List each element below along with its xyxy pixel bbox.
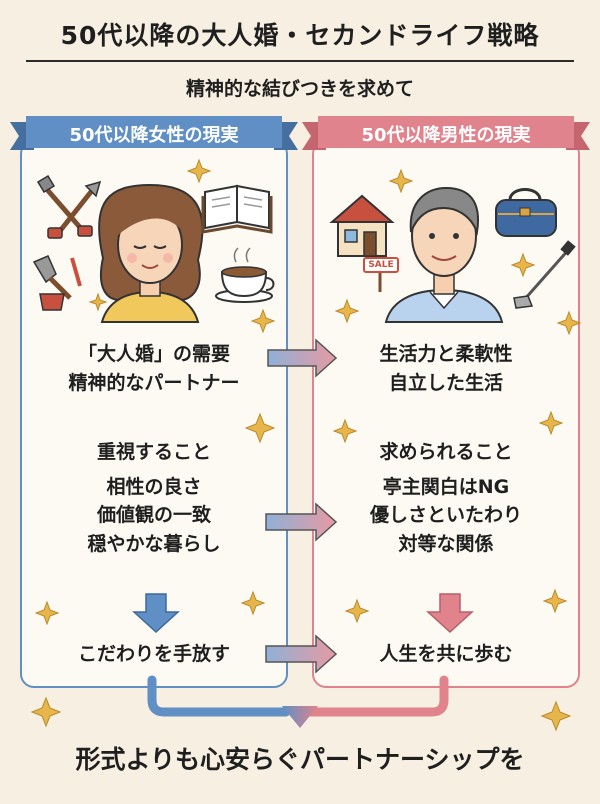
garden-tools-icon bbox=[36, 174, 102, 239]
man-illustration bbox=[384, 186, 504, 323]
sparkle-icon bbox=[250, 308, 276, 334]
men-conclusion: 人生を共に歩む bbox=[379, 643, 513, 665]
men-value-item: 亭主関白はNG bbox=[382, 475, 510, 498]
house-icon bbox=[329, 194, 399, 292]
men-value-item: 対等な関係 bbox=[398, 532, 494, 555]
page-subtitle: 精神的な結びつきを求めて bbox=[185, 78, 414, 100]
travel-bag-icon bbox=[495, 188, 557, 237]
open-book-icon bbox=[201, 184, 273, 234]
sparkle-icon bbox=[556, 310, 582, 336]
sparkle-icon bbox=[240, 590, 266, 616]
women-values-heading: 重視すること bbox=[96, 441, 211, 463]
sparkle-icon bbox=[538, 410, 564, 436]
men-values-heading: 求められること bbox=[379, 441, 513, 463]
women-need-item: 精神的なパートナー bbox=[68, 371, 240, 394]
women-value-item: 価値観の一致 bbox=[96, 504, 211, 526]
title-divider bbox=[26, 60, 574, 62]
merge-connector bbox=[147, 675, 449, 728]
page-title: 50代以降の大人婚・セカンドライフ戦略 bbox=[60, 21, 540, 50]
sale-sign-text: SALE bbox=[368, 260, 394, 270]
women-values: 重視すること 相性の良さ 価値観の一致 穏やかな暮らし bbox=[20, 438, 288, 558]
women-value-item: 相性の良さ bbox=[106, 475, 202, 498]
men-header: 50代以降男性の現実 bbox=[361, 125, 531, 146]
sparkle-icon bbox=[388, 168, 414, 194]
men-need-item: 自立した生活 bbox=[388, 371, 503, 394]
women-ribbon: 50代以降女性の現実 bbox=[10, 114, 298, 154]
arrow-down-icon bbox=[426, 593, 474, 634]
bottom-message: 形式よりも心安らぐパートナーシップを bbox=[75, 745, 525, 774]
women-needs: 「大人婚」の需要 精神的なパートナー bbox=[20, 340, 288, 397]
sparkle-icon bbox=[344, 598, 370, 624]
arrow-right-icon bbox=[265, 634, 338, 674]
golf-club-icon bbox=[513, 240, 576, 309]
sparkle-icon bbox=[88, 292, 108, 312]
women-need-item: 「大人婚」の需要 bbox=[77, 343, 230, 365]
sparkle-icon bbox=[334, 298, 360, 324]
women-header: 50代以降女性の現実 bbox=[69, 125, 239, 146]
trowel-icon bbox=[32, 255, 82, 311]
sparkle-icon bbox=[186, 158, 212, 184]
women-conclusion: こだわりを手放す bbox=[77, 643, 230, 665]
sparkle-icon bbox=[30, 696, 62, 728]
arrow-right-icon bbox=[265, 502, 338, 542]
sparkle-icon bbox=[34, 600, 60, 626]
arrow-down-icon bbox=[132, 593, 180, 634]
sparkle-icon bbox=[510, 252, 536, 278]
men-needs: 生活力と柔軟性 自立した生活 bbox=[312, 340, 580, 397]
sparkle-icon bbox=[244, 412, 276, 444]
men-value-item: 優しさといたわり bbox=[369, 504, 522, 526]
sparkle-icon bbox=[332, 418, 358, 444]
sparkle-decorations bbox=[30, 158, 582, 732]
sparkle-icon bbox=[542, 588, 568, 614]
arrow-right-icon bbox=[267, 338, 338, 378]
men-need-item: 生活力と柔軟性 bbox=[379, 343, 513, 365]
sparkle-icon bbox=[540, 700, 572, 732]
men-values: 求められること 亭主関白はNG 優しさといたわり 対等な関係 bbox=[312, 438, 580, 558]
women-value-item: 穏やかな暮らし bbox=[87, 532, 221, 555]
teacup-icon bbox=[215, 247, 275, 303]
woman-illustration bbox=[98, 183, 204, 323]
men-ribbon: 50代以降男性の現実 bbox=[302, 114, 590, 154]
